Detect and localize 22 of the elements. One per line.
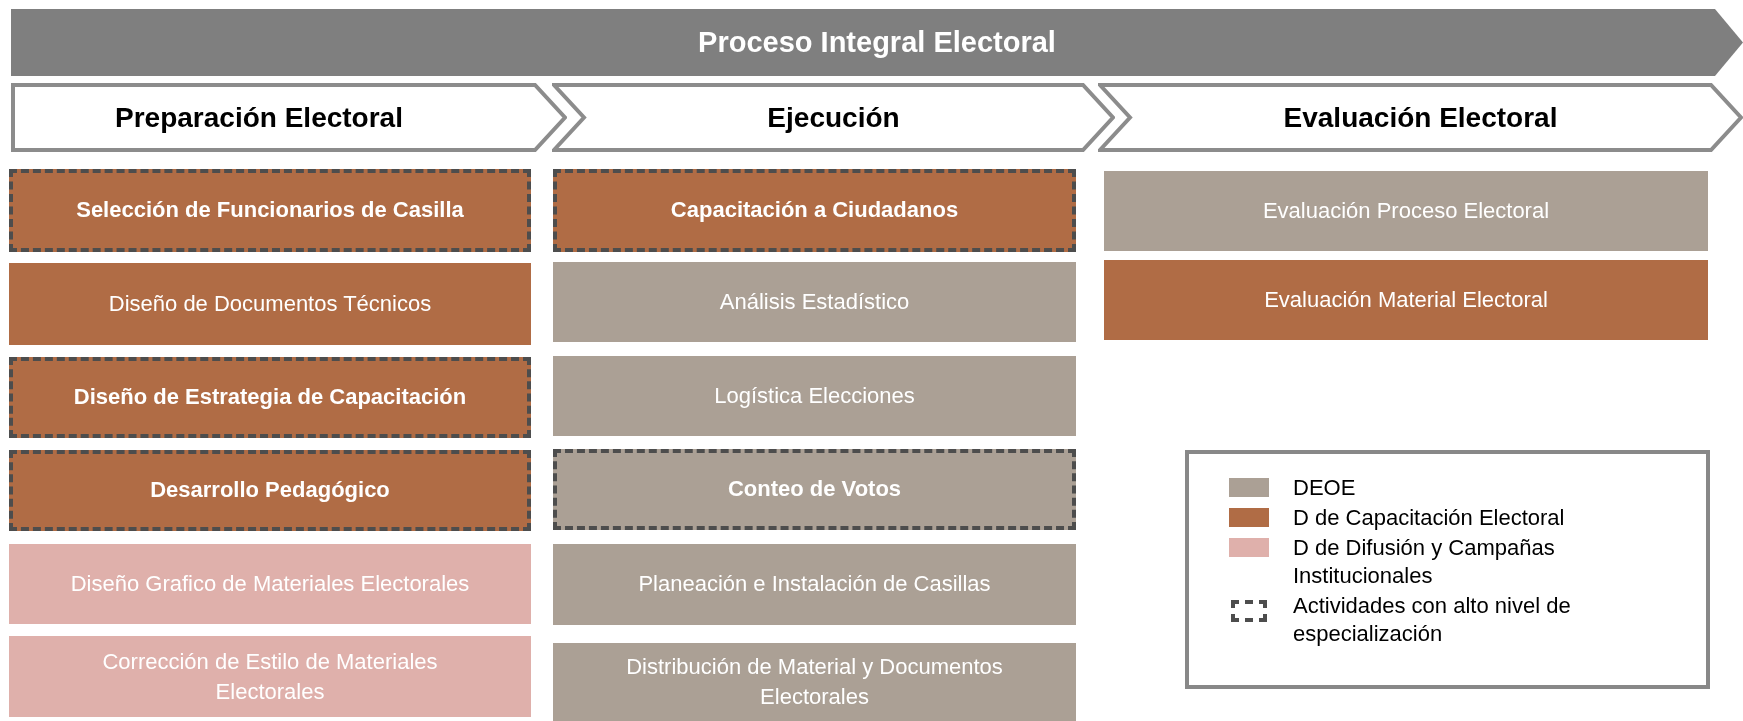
specialized-activity-box: Diseño de Estrategia de Capacitación [9,357,531,438]
activity-box: Distribución de Material y Documentos Electorales [553,643,1076,721]
activity-box: Corrección de Estilo de Materiales Electorales [9,636,531,717]
activity-box: Planeación e Instalación de Casillas [553,544,1076,625]
activity-box: Evaluación Proceso Electoral [1104,171,1708,251]
phase-header: Evaluación Electoral [1098,83,1743,152]
phase-header: Ejecución [552,83,1115,152]
activity-box: Análisis Estadístico [553,262,1076,342]
legend-text: D de Difusión y Campañas Institucionales [1293,534,1556,590]
activity-box: Diseño Grafico de Materiales Electorales [9,544,531,624]
activity-box: Diseño de Documentos Técnicos [9,263,531,345]
specialized-activity-box: Desarrollo Pedagógico [9,450,531,531]
legend-text: D de Capacitación Electoral [1293,504,1566,532]
specialized-activity-box: Conteo de Votos [553,449,1076,530]
phase-header: Preparación Electoral [11,83,567,152]
legend-text: Actividades con alto nivel de especialización [1293,592,1572,648]
activity-box: Evaluación Material Electoral [1104,260,1708,340]
process-banner: Proceso Integral Electoral [11,9,1743,76]
activity-box: Logística Elecciones [553,356,1076,436]
legend-text: DEOE [1293,474,1357,502]
specialized-activity-box: Capacitación a Ciudadanos [553,169,1076,252]
specialized-activity-box: Selección de Funcionarios de Casilla [9,169,531,252]
